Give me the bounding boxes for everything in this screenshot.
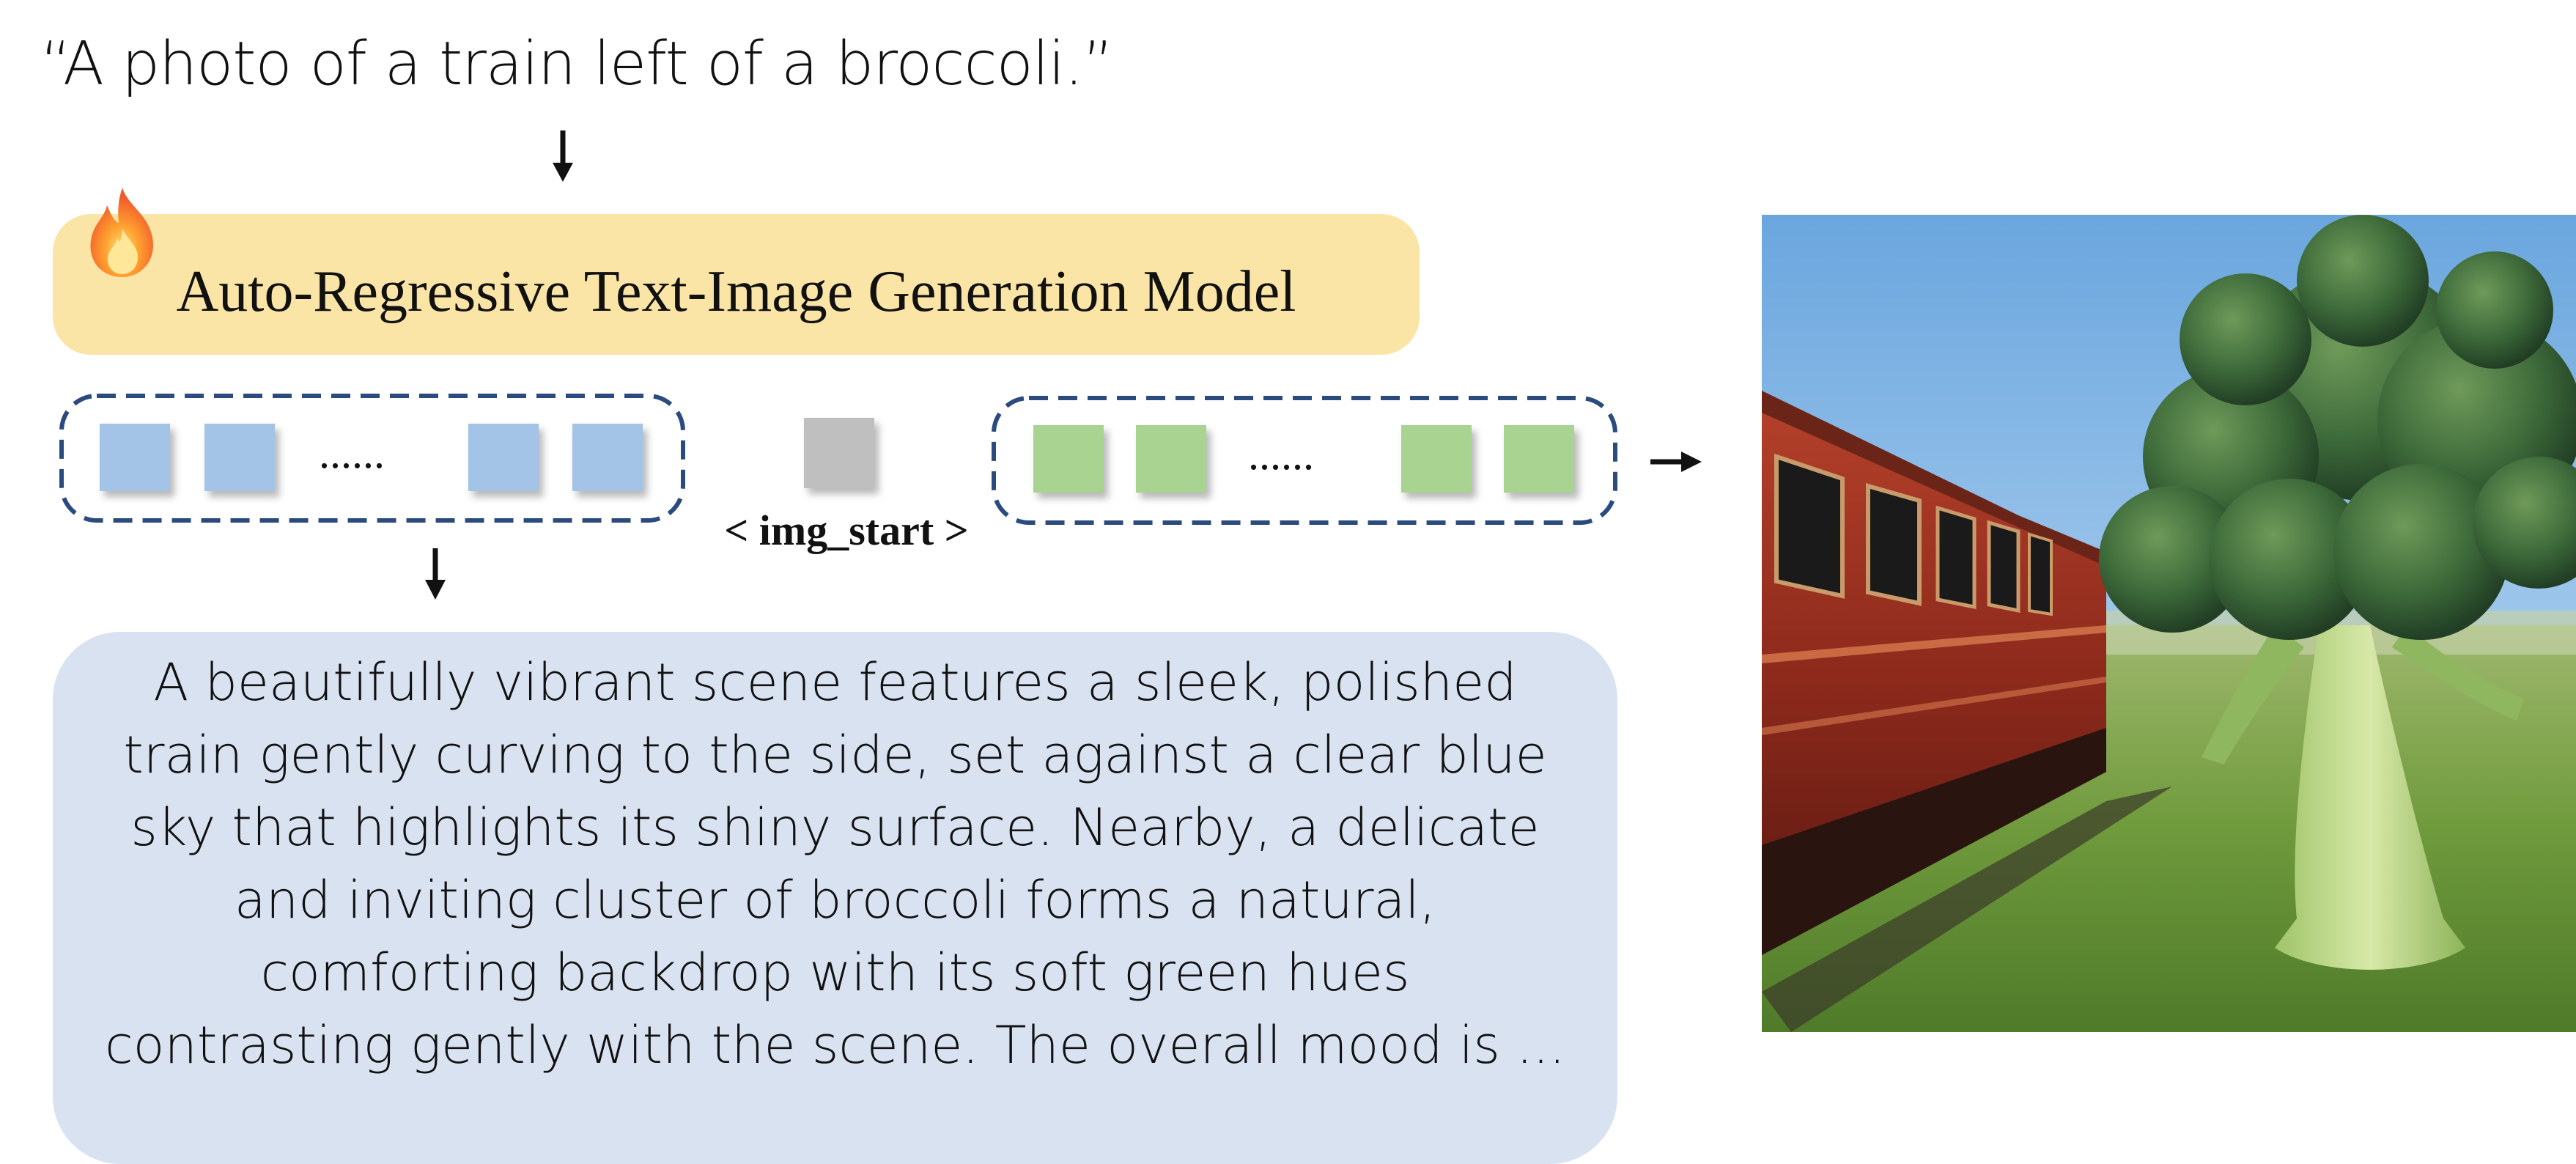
text-token-1 <box>100 424 170 491</box>
description-line: A beautifully vibrant scene features a s… <box>153 652 1517 712</box>
description-line: contrasting gently with the scene. The o… <box>105 1015 1565 1075</box>
image-token-group: ...... <box>992 396 1617 525</box>
text-token-4 <box>572 424 643 491</box>
text-token-group-border <box>59 394 685 523</box>
description-box <box>53 632 1617 1164</box>
description-line: comforting backdrop with its soft green … <box>260 943 1410 1003</box>
image-token-4 <box>1504 425 1574 493</box>
fire-icon <box>90 188 153 277</box>
image-token-group-border <box>992 396 1617 525</box>
image-token-3 <box>1401 425 1472 493</box>
image-token-1 <box>1033 425 1104 493</box>
text-token-3 <box>468 424 539 491</box>
model-box <box>53 214 1420 355</box>
img-start-token <box>804 418 874 488</box>
arrow-prompt-to-model <box>553 130 573 182</box>
generated-image <box>1762 215 2576 1032</box>
generated-photo-train-broccoli <box>1762 215 2576 1032</box>
input-prompt: “A photo of a train left of a broccoli.” <box>40 29 1114 99</box>
model-title: Auto-Regressive Text-Image Generation Mo… <box>176 259 1296 324</box>
description-line: and inviting cluster of broccoli forms a… <box>234 870 1436 930</box>
arrow-tokens-to-image <box>1650 452 1702 472</box>
text-token-ellipsis: ...... <box>319 429 385 477</box>
image-token-2 <box>1136 425 1206 493</box>
broccoli-florets <box>2099 215 2576 640</box>
train <box>1762 391 2106 955</box>
image-token-ellipsis: ...... <box>1248 430 1314 479</box>
description-text: A beautifully vibrant scene features a s… <box>53 632 1617 1164</box>
arrow-tokens-to-description <box>425 548 446 600</box>
description-line: train gently curving to the side, set ag… <box>123 725 1547 785</box>
text-token-2 <box>204 424 275 491</box>
img-start-label: < img_start > <box>724 507 969 554</box>
text-token-group: ...... <box>59 394 685 523</box>
description-line: sky that highlights its shiny surface. N… <box>130 798 1540 858</box>
